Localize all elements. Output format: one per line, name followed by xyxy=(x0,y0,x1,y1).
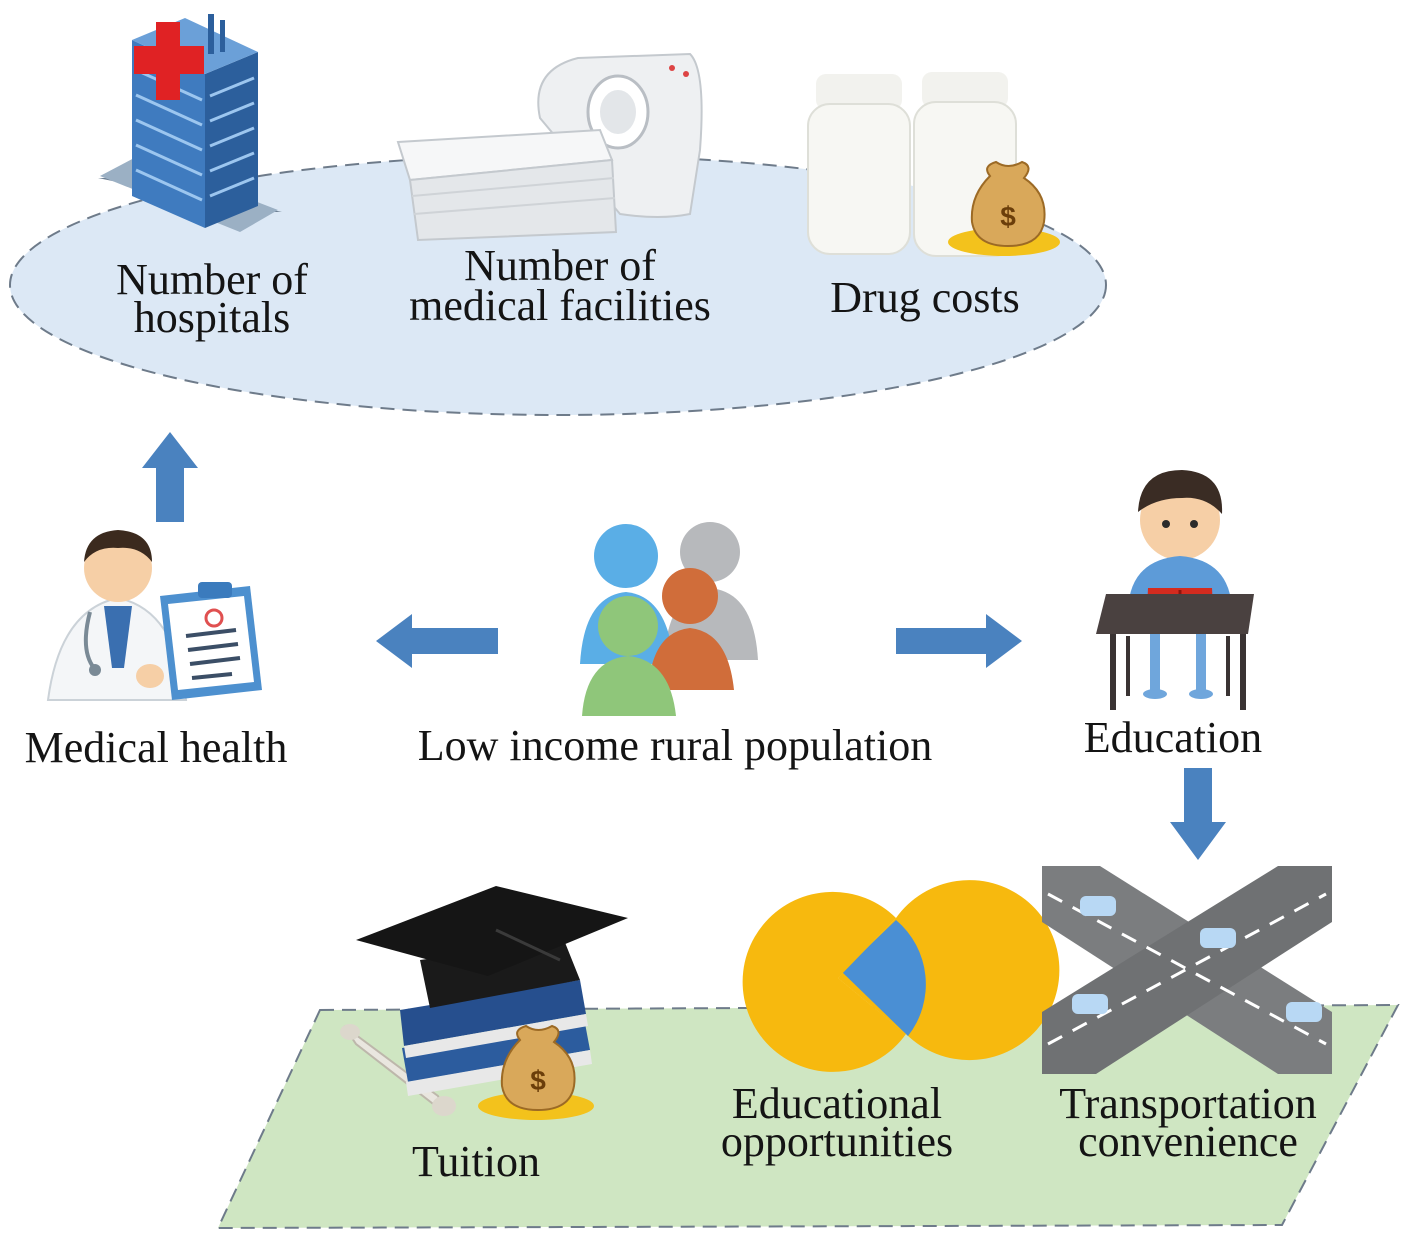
label-number-of-hospitals: Number of hospitals xyxy=(116,255,308,342)
doctor-icon xyxy=(46,530,262,701)
car-icon xyxy=(1200,928,1236,948)
hospital-building-icon xyxy=(98,14,282,232)
svg-text:$: $ xyxy=(530,1065,546,1096)
label-medical-health: Medical health xyxy=(24,723,288,772)
graduation-cap-books-icon xyxy=(340,886,628,1116)
arrow-down-to-education-factors xyxy=(1170,768,1226,860)
money-bag-icon: $ xyxy=(478,1024,594,1120)
car-icon xyxy=(1286,1002,1322,1022)
red-cross-icon xyxy=(134,22,204,100)
svg-text:$: $ xyxy=(1000,201,1016,232)
car-icon xyxy=(1080,896,1116,916)
label-education: Education xyxy=(1083,713,1263,762)
student-reading-icon xyxy=(1096,470,1254,710)
ct-scanner-icon xyxy=(396,52,703,242)
arrow-right-to-education xyxy=(896,614,1022,668)
pie-chart-icon xyxy=(742,880,1060,1072)
label-low-income-rural-population: Low income rural population xyxy=(417,721,933,770)
arrow-left-to-medical-health xyxy=(376,614,498,668)
label-number-of-medical-facilities: Number of medical facilities xyxy=(409,241,711,330)
label-tuition: Tuition xyxy=(411,1137,540,1186)
clipboard-icon xyxy=(160,582,262,700)
label-transportation-convenience: Transportation convenience xyxy=(1059,1079,1317,1166)
label-drug-costs: Drug costs xyxy=(830,273,1020,322)
label-educational-opportunities: Educational opportunities xyxy=(720,1079,954,1166)
arrow-up-to-medical-factors xyxy=(142,432,198,522)
people-group-icon xyxy=(580,522,758,716)
car-icon xyxy=(1072,994,1108,1014)
crossroads-icon xyxy=(1042,866,1332,1074)
money-bag-icon: $ xyxy=(948,160,1060,256)
